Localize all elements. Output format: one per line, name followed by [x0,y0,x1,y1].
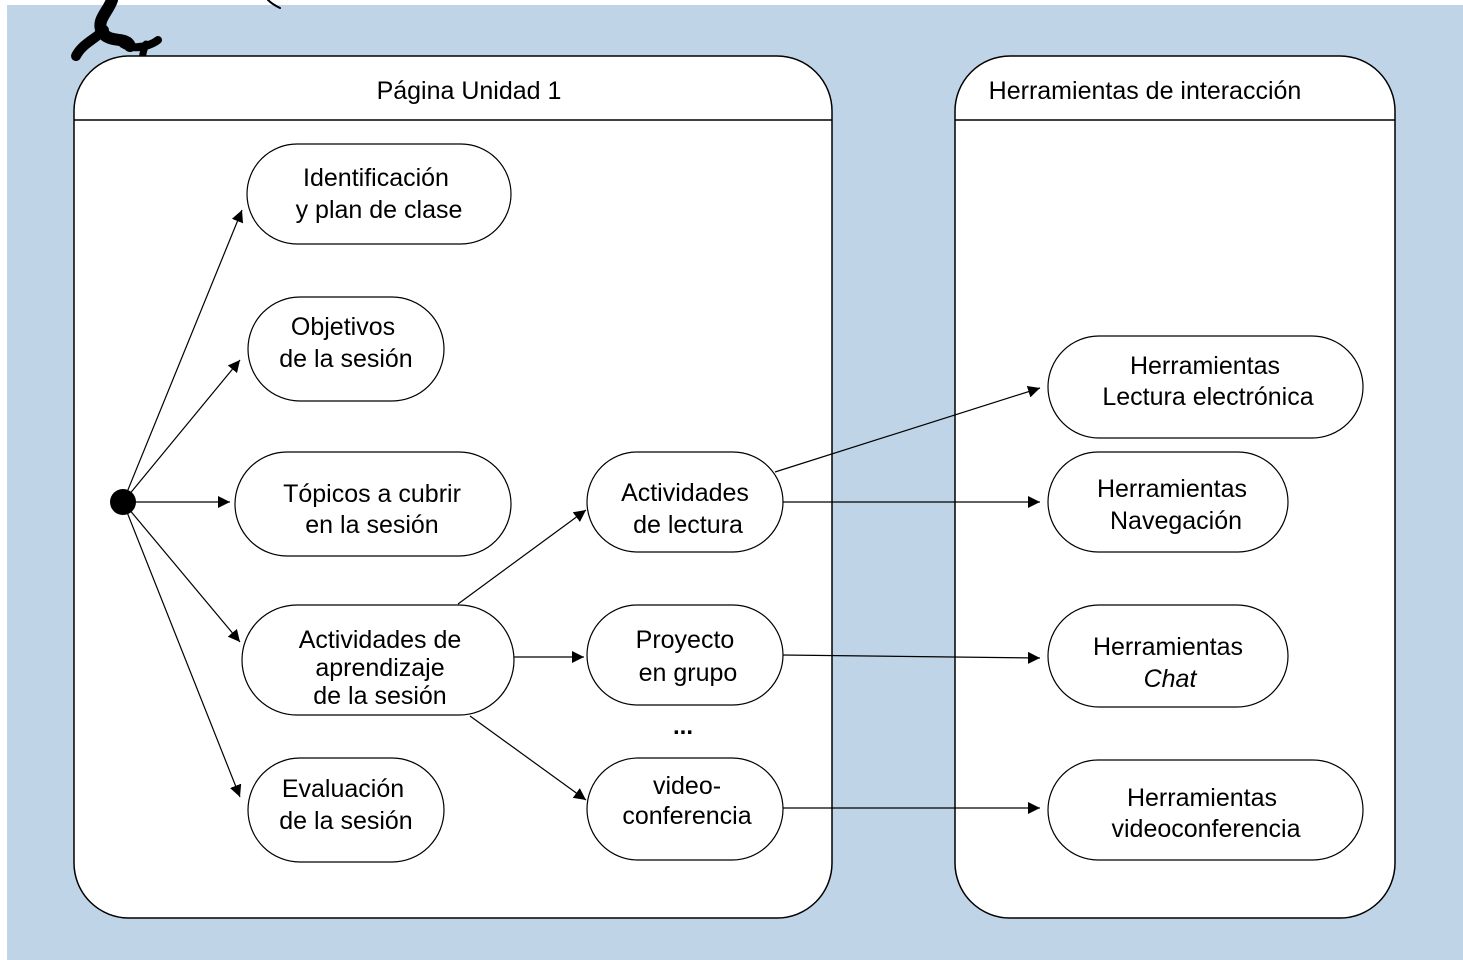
edge-start-identificacion [122,209,244,503]
node-herr-navegacion-line1: Herramientas [1097,475,1247,503]
panel-title-right: Herramientas de interacción [989,77,1302,105]
node-objetivos-line1: Objetivos [291,313,395,341]
node-aprendizaje-line3: de la sesión [313,682,446,710]
node-herr-chat: Herramientas Chat [1047,604,1289,708]
node-evaluacion-line1: Evaluación [282,775,404,803]
node-aprendizaje-line2: aprendizaje [315,654,444,682]
node-topicos-line2: en la sesión [305,511,438,539]
filled-circle-start-node-icon [110,489,136,515]
edge-proyecto-herr-chat [781,651,1041,664]
node-videoconferencia: video- conferencia [586,757,784,861]
node-video-line2: conferencia [622,802,751,830]
node-herr-video: Herramientas videoconferencia [1047,759,1364,861]
node-proyecto: Proyecto en grupo [586,604,784,706]
node-herr-video-line1: Herramientas [1127,784,1277,812]
panel-title-left: Página Unidad 1 [377,77,562,105]
node-actividades-aprendizaje: Actividades de aprendizaje de la sesión [241,604,515,716]
node-herr-chat-line1: Herramientas [1093,633,1243,661]
node-identificacion: Identificación y plan de clase [246,143,512,245]
edge-aprendizaje-lectura [457,509,587,605]
node-evaluacion: Evaluación de la sesión [247,757,445,863]
node-topicos-line1: Tópicos a cubrir [283,480,461,508]
node-objetivos: Objetivos de la sesión [247,296,445,402]
ellipsis-more-activities: ... [673,713,693,740]
edges [122,209,1041,814]
node-herr-navegacion: Herramientas Navegación [1047,451,1289,553]
node-identificacion-line1: Identificación [303,164,449,192]
node-lectura-line1: Actividades [621,479,749,507]
edge-aprendizaje-video [469,715,587,801]
edge-start-evaluacion [122,501,242,798]
node-aprendizaje-line1: Actividades de [299,626,462,654]
node-actividades-lectura: Actividades de lectura [586,451,784,553]
node-video-line1: video- [653,772,721,800]
node-herr-lectura-line1: Herramientas [1130,352,1280,380]
node-herr-lectura: Herramientas Lectura electrónica [1047,335,1364,439]
node-proyecto-line2: en grupo [639,659,738,687]
node-proyecto-line1: Proyecto [636,626,735,654]
node-objetivos-line2: de la sesión [279,345,412,373]
edge-lectura-herr-lectura [774,385,1041,473]
node-herr-chat-line2: Chat [1144,665,1198,693]
node-evaluacion-line2: de la sesión [279,807,412,835]
edge-start-actividades [122,501,241,643]
node-identificacion-line2: y plan de clase [296,196,463,224]
edge-start-objetivos [122,359,241,503]
node-herr-video-line2: videoconferencia [1111,815,1300,843]
node-topicos: Tópicos a cubrir en la sesión [234,451,512,557]
node-herr-navegacion-line2: Navegación [1110,507,1242,535]
node-herr-lectura-line2: Lectura electrónica [1102,383,1313,411]
node-lectura-line2: de lectura [633,511,743,539]
